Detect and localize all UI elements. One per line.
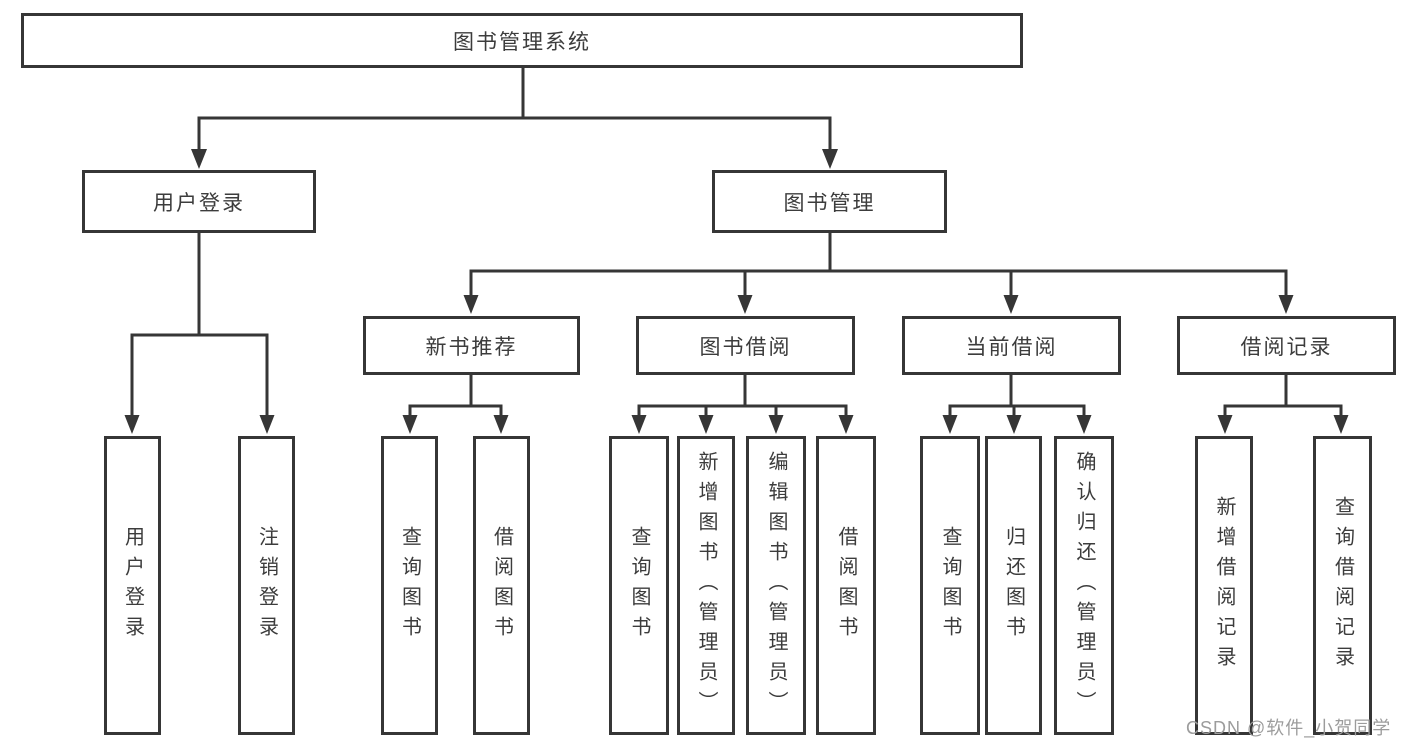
- leaf-recommend-query-books: 查询图书: [381, 436, 438, 735]
- leaf-logout: 注销登录: [238, 436, 295, 735]
- leaf-borrowing-edit-books-admin-label: 编辑图书（管理员）: [765, 450, 787, 721]
- node-borrowing-records: 借阅记录: [1177, 316, 1396, 375]
- leaf-recommend-borrow-books: 借阅图书: [473, 436, 530, 735]
- leaf-records-add-record-label: 新增借阅记录: [1213, 495, 1235, 676]
- leaf-current-query-books-label: 查询图书: [939, 525, 961, 646]
- leaf-borrowing-query-books-label: 查询图书: [628, 525, 650, 646]
- node-new-book-recommend: 新书推荐: [363, 316, 580, 375]
- node-book-borrowing: 图书借阅: [636, 316, 855, 375]
- leaf-borrowing-query-books: 查询图书: [609, 436, 669, 735]
- csdn-watermark: CSDN @软件_小贺同学: [1186, 718, 1392, 738]
- leaf-user-login: 用户登录: [104, 436, 161, 735]
- leaf-records-query-record-label: 查询借阅记录: [1331, 495, 1354, 676]
- leaf-borrowing-add-books-admin: 新增图书（管理员）: [677, 436, 735, 735]
- leaf-current-query-books: 查询图书: [920, 436, 980, 735]
- leaf-logout-label: 注销登录: [255, 525, 278, 646]
- node-user-login-label: 用户登录: [153, 191, 245, 215]
- leaf-borrowing-borrow-books-label: 借阅图书: [835, 525, 857, 646]
- node-borrowing-records-label: 借阅记录: [1240, 335, 1333, 359]
- node-new-book-recommend-label: 新书推荐: [425, 335, 518, 359]
- leaf-records-add-record: 新增借阅记录: [1195, 436, 1253, 735]
- node-root: 图书管理系统: [21, 13, 1023, 68]
- leaf-current-return-books: 归还图书: [985, 436, 1042, 735]
- node-current-borrowing: 当前借阅: [902, 316, 1121, 375]
- node-current-borrowing-label: 当前借阅: [965, 335, 1058, 359]
- leaf-current-return-books-label: 归还图书: [1002, 525, 1025, 646]
- node-book-management-label: 图书管理: [783, 191, 876, 215]
- node-root-label: 图书管理系统: [453, 30, 591, 54]
- leaf-records-query-record: 查询借阅记录: [1313, 436, 1372, 735]
- leaf-borrowing-edit-books-admin: 编辑图书（管理员）: [746, 436, 806, 735]
- arrowheads: [124, 149, 1349, 434]
- node-user-login: 用户登录: [82, 170, 316, 233]
- leaf-borrowing-borrow-books: 借阅图书: [816, 436, 876, 735]
- leaf-recommend-borrow-books-label: 借阅图书: [490, 525, 513, 646]
- leaf-borrowing-add-books-admin-label: 新增图书（管理员）: [695, 450, 717, 721]
- leaf-recommend-query-books-label: 查询图书: [398, 525, 421, 646]
- leaf-user-login-label: 用户登录: [121, 525, 144, 646]
- leaf-current-confirm-return-admin: 确认归还（管理员）: [1054, 436, 1114, 735]
- node-book-management: 图书管理: [712, 170, 947, 233]
- leaf-current-confirm-return-admin-label: 确认归还（管理员）: [1073, 450, 1095, 721]
- node-book-borrowing-label: 图书借阅: [699, 335, 792, 359]
